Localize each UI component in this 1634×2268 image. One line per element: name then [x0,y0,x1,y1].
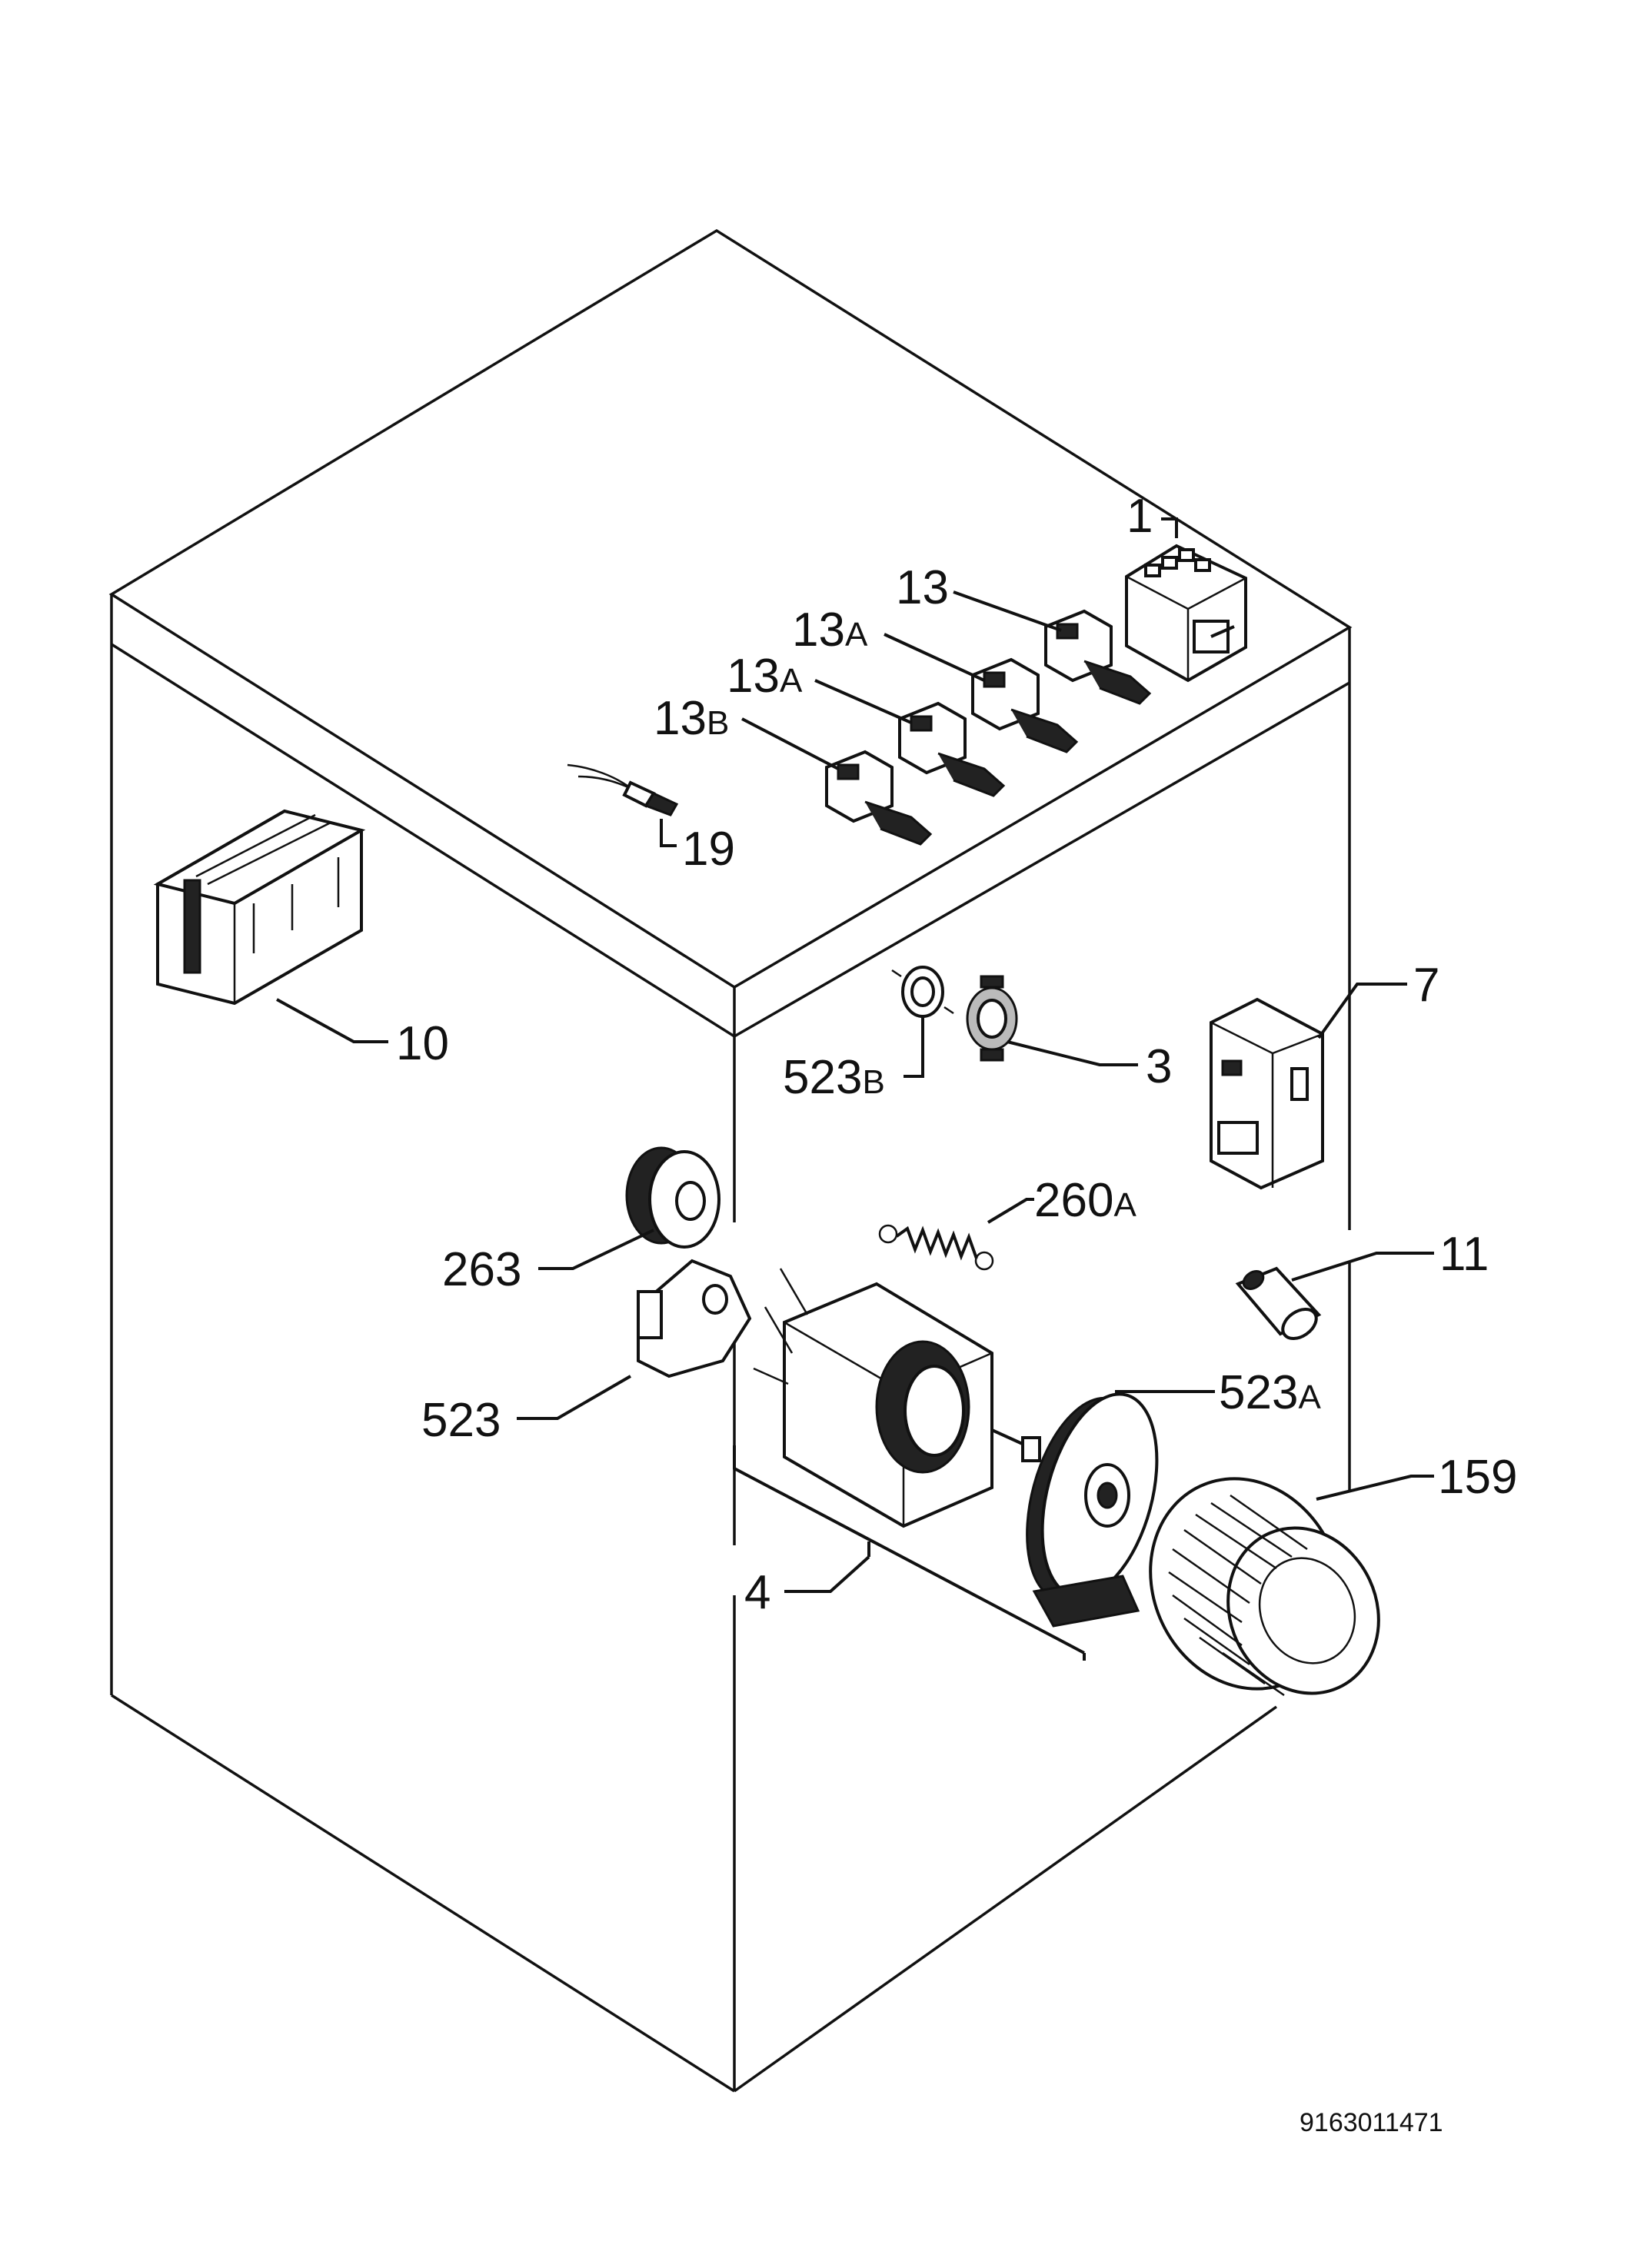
fan-plate-523a [1026,1392,1159,1628]
grommet-3 [966,975,1018,1062]
spring-260a [878,1224,994,1271]
clip-523b [891,966,954,1018]
callout-13b: 13B [654,692,729,745]
switch-13b [825,750,933,846]
callout-3: 3 [1146,1040,1172,1093]
callout-4: 4 [744,1566,770,1619]
cabinet-outline [108,228,1353,2093]
timer-selector-part [1125,544,1247,683]
callout-523b: 523B [783,1051,885,1104]
callout-523a: 523A [1219,1366,1321,1419]
callout-1: 1 [1126,490,1153,543]
switch-13a-lower [898,701,1006,797]
document-number: 9163011471 [1300,2108,1443,2137]
callout-159: 159 [1438,1451,1517,1504]
callout-labels: 1 13 13A 13A 13B 19 10 7 523B 3 260A 263… [396,490,1517,1619]
callout-10: 10 [396,1017,449,1070]
callout-13a-upper: 13A [792,604,868,657]
filter-box-10 [153,809,366,1006]
capacitor-11 [1235,1266,1322,1341]
motor-4 [753,1268,1041,1528]
callout-523: 523 [421,1394,501,1447]
callout-13: 13 [896,561,949,614]
fan-impeller-159 [1149,1477,1380,1697]
indicator-lamp-19 [567,763,679,816]
callout-11: 11 [1439,1228,1489,1281]
door-switch-7 [1210,997,1324,1190]
switch-13a-upper [971,657,1079,753]
motor-assembly-bracket [733,1445,1086,1661]
motor-bracket-523 [637,1259,752,1378]
leader-lines [276,517,1434,1593]
switch-13 [1044,609,1152,705]
callout-260a: 260A [1034,1174,1136,1227]
callout-263: 263 [442,1243,521,1296]
callout-19: 19 [682,823,735,876]
callout-7: 7 [1413,959,1439,1012]
callout-13a-lower: 13A [727,650,803,703]
pulley-263 [625,1146,720,1249]
